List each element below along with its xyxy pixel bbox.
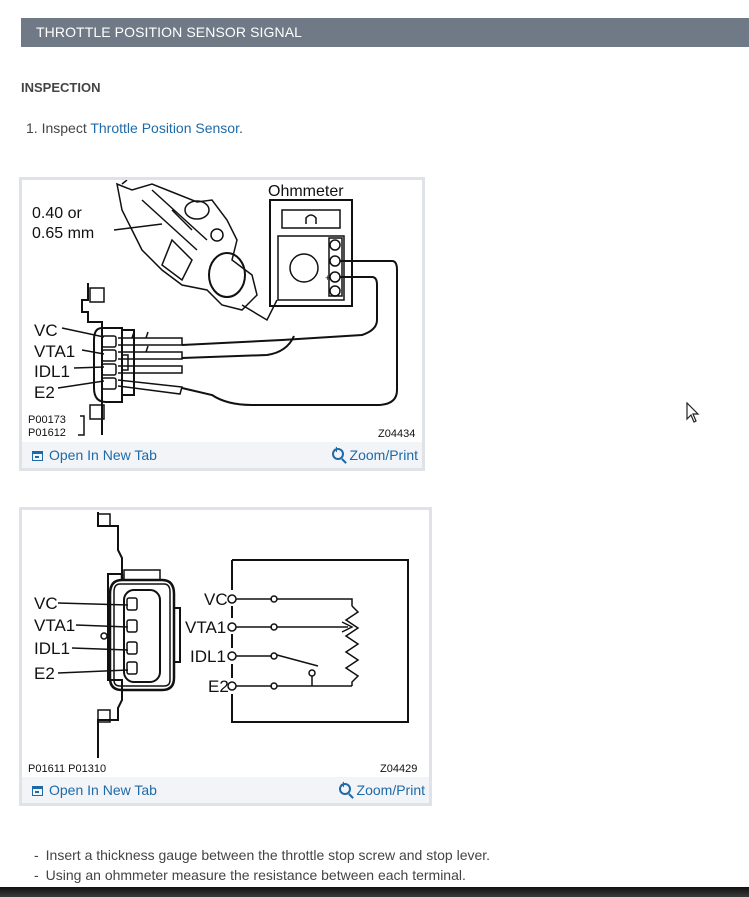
- figure2-footer: Open In New Tab Zoom/Print: [22, 777, 429, 803]
- figure1-zoom-label: Zoom/Print: [349, 447, 418, 463]
- figure2-open-new-tab-button[interactable]: Open In New Tab: [32, 782, 157, 798]
- figure-connector-schematic: VC VTA1 IDL1 E2 VC VTA1 IDL1 E2 P01611 P…: [19, 507, 432, 806]
- figure2-code-right: Z04429: [380, 763, 417, 775]
- throttle-position-sensor-link[interactable]: Throttle Position Sensor: [90, 120, 239, 136]
- ohmmeter-diagram: Ohmmeter 0.40 or 0.65 mm VC VTA1 IDL1 E2…: [28, 180, 415, 440]
- step-1: 1. Inspect Throttle Position Sensor.: [26, 120, 243, 136]
- pin-label-e2: E2: [34, 383, 55, 402]
- figure1-code-left-1: P00173: [28, 414, 66, 426]
- connector-schematic: VC VTA1 IDL1 E2 VC VTA1 IDL1 E2 P01611 P…: [28, 512, 417, 775]
- figure2-zoom-label: Zoom/Print: [356, 782, 425, 798]
- section-header-title: THROTTLE POSITION SENSOR SIGNAL: [36, 24, 303, 40]
- terminal-vta1: VTA1: [185, 618, 226, 637]
- inspection-heading: INSPECTION: [21, 80, 101, 95]
- connector-pin-vta1: VTA1: [34, 616, 75, 635]
- connector-pin-e2: E2: [34, 664, 55, 683]
- new-tab-icon: [32, 451, 43, 461]
- instruction-item: Using an ohmmeter measure the resistance…: [34, 865, 490, 885]
- connector-pin-vc: VC: [34, 594, 58, 613]
- meter-minus-sign: -: [328, 258, 331, 268]
- terminal-e2: E2: [208, 677, 229, 696]
- terminal-idl1: IDL1: [190, 647, 226, 666]
- figure1-code-right: Z04434: [378, 428, 415, 440]
- connector-pin-idl1: IDL1: [34, 639, 70, 658]
- section-header: THROTTLE POSITION SENSOR SIGNAL: [21, 18, 749, 47]
- figure1-footer: Open In New Tab Zoom/Print: [22, 442, 422, 468]
- gap-label-line2: 0.65 mm: [32, 225, 94, 242]
- step-1-prefix: 1. Inspect: [26, 120, 91, 136]
- ohmmeter-label: Ohmmeter: [268, 183, 344, 200]
- pin-label-vta1: VTA1: [34, 342, 75, 361]
- zoom-in-icon: [331, 445, 344, 460]
- instruction-item: Insert a thickness gauge between the thr…: [34, 845, 490, 865]
- new-tab-icon: [32, 786, 43, 796]
- figure1-open-label: Open In New Tab: [49, 447, 157, 463]
- figure2-code-left: P01611 P01310: [28, 763, 106, 775]
- mouse-cursor-icon: [686, 402, 700, 423]
- step-1-suffix: .: [238, 120, 243, 136]
- pin-label-vc: VC: [34, 321, 58, 340]
- gap-label-line1: 0.40 or: [32, 205, 82, 222]
- figure1-code-left-2: P01612: [28, 427, 66, 439]
- window-bottom-edge: [0, 887, 749, 897]
- figure-ohmmeter-diagram: Ohmmeter 0.40 or 0.65 mm VC VTA1 IDL1 E2…: [19, 177, 425, 471]
- pin-label-idl1: IDL1: [34, 362, 70, 381]
- figure1-open-new-tab-button[interactable]: Open In New Tab: [32, 447, 157, 463]
- figure2-open-label: Open In New Tab: [49, 782, 157, 798]
- figure2-zoom-print-button[interactable]: Zoom/Print: [338, 780, 425, 798]
- figure1-zoom-print-button[interactable]: Zoom/Print: [331, 445, 418, 463]
- terminal-vc: VC: [204, 590, 228, 609]
- meter-plus-sign: +: [325, 273, 330, 283]
- zoom-in-icon: [338, 780, 351, 795]
- instruction-list: Insert a thickness gauge between the thr…: [34, 845, 490, 885]
